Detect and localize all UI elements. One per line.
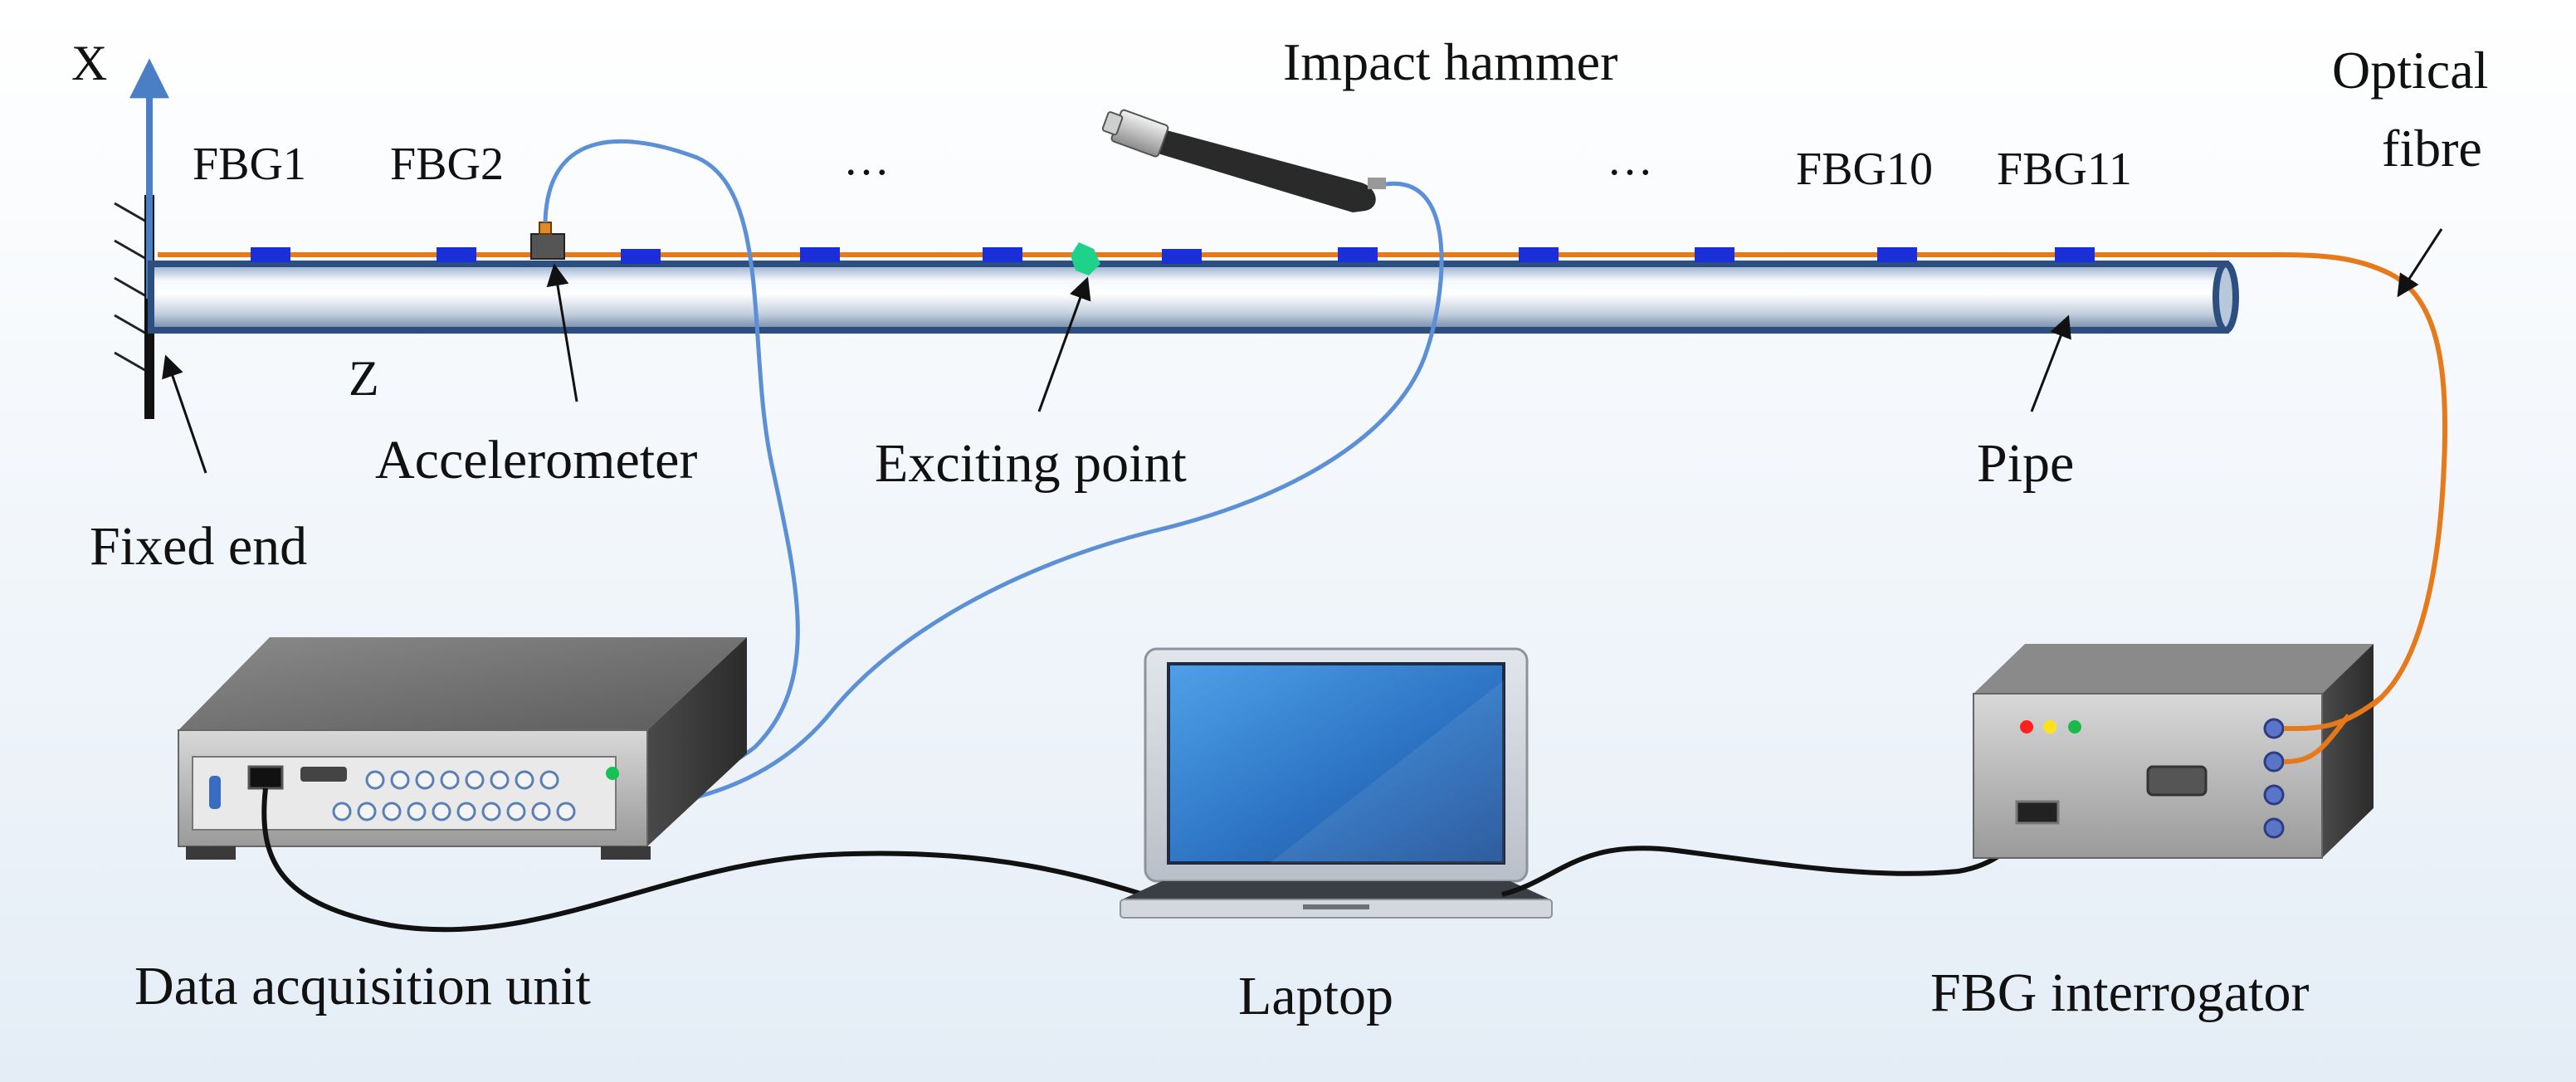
- laptop: [1120, 647, 1553, 919]
- fbg-sensor: [1162, 249, 1202, 264]
- accelerometer: [530, 222, 565, 260]
- accelerometer-label: Accelerometer: [375, 430, 697, 490]
- fibre-to-interrogator: [2283, 714, 2351, 764]
- optical-fibre-label-line1: Optical: [2332, 41, 2488, 100]
- fbg-sensor: [251, 247, 290, 262]
- impact-hammer-label: Impact hammer: [1283, 32, 1617, 91]
- fbg-sensors: [251, 247, 2095, 264]
- fbg10-label: FBG10: [1796, 144, 1933, 195]
- daq-laptop-cable: [261, 787, 1163, 933]
- axis-x-label: X: [71, 36, 107, 90]
- fbg-sensor: [1519, 247, 1559, 262]
- interrogator-led-green: [2068, 720, 2081, 734]
- fbg-sensor: [1695, 247, 1734, 262]
- interrogator-led-yellow: [2043, 720, 2056, 734]
- interrogator-fibre-ports: [2263, 718, 2285, 839]
- fbg-sensor: [1338, 247, 1378, 262]
- laptop-label: Laptop: [1238, 966, 1393, 1026]
- ellipsis-right: …: [1607, 134, 1653, 185]
- interrogator-display: [2146, 765, 2208, 797]
- impact-hammer: [1101, 109, 1386, 212]
- daq-input-channels: [332, 770, 576, 821]
- ellipsis-left: …: [843, 134, 890, 185]
- fbg-sensor: [437, 247, 476, 262]
- fbg-interrogator: [1973, 644, 2374, 859]
- fbg-sensor: [621, 249, 661, 264]
- hammer-cable: [547, 181, 1444, 813]
- daq-usb-port: [247, 765, 284, 790]
- callout-arrows: [162, 228, 2443, 474]
- pipe-label: Pipe: [1977, 433, 2074, 494]
- interrogator-ethernet-port: [2015, 800, 2060, 825]
- fbg-interrogator-label: FBG interrogator: [1930, 963, 2309, 1023]
- optical-fibre-label-line2: fibre: [2382, 119, 2482, 178]
- fbg1-label: FBG1: [193, 139, 306, 190]
- laptop-screen: [1167, 662, 1505, 865]
- fbg-sensor: [2055, 247, 2095, 262]
- fbg-sensor: [1877, 247, 1917, 262]
- fbg2-label: FBG2: [390, 139, 504, 190]
- interrogator-led-red: [2020, 720, 2033, 734]
- data-acquisition-unit-label: Data acquisition unit: [134, 956, 591, 1016]
- exciting-point-label: Exciting point: [875, 433, 1187, 494]
- pipe: [148, 261, 2239, 334]
- daq-status-led: [606, 767, 619, 780]
- exciting-point-marker: [1071, 242, 1100, 275]
- fixed-end-label: Fixed end: [90, 516, 307, 577]
- axis-z-label: Z: [349, 351, 379, 406]
- fibre-to-interrogator-2: [2283, 695, 2383, 732]
- fbg-sensor: [800, 247, 840, 262]
- fbg-sensor: [983, 247, 1022, 262]
- fbg11-label: FBG11: [1997, 144, 2132, 195]
